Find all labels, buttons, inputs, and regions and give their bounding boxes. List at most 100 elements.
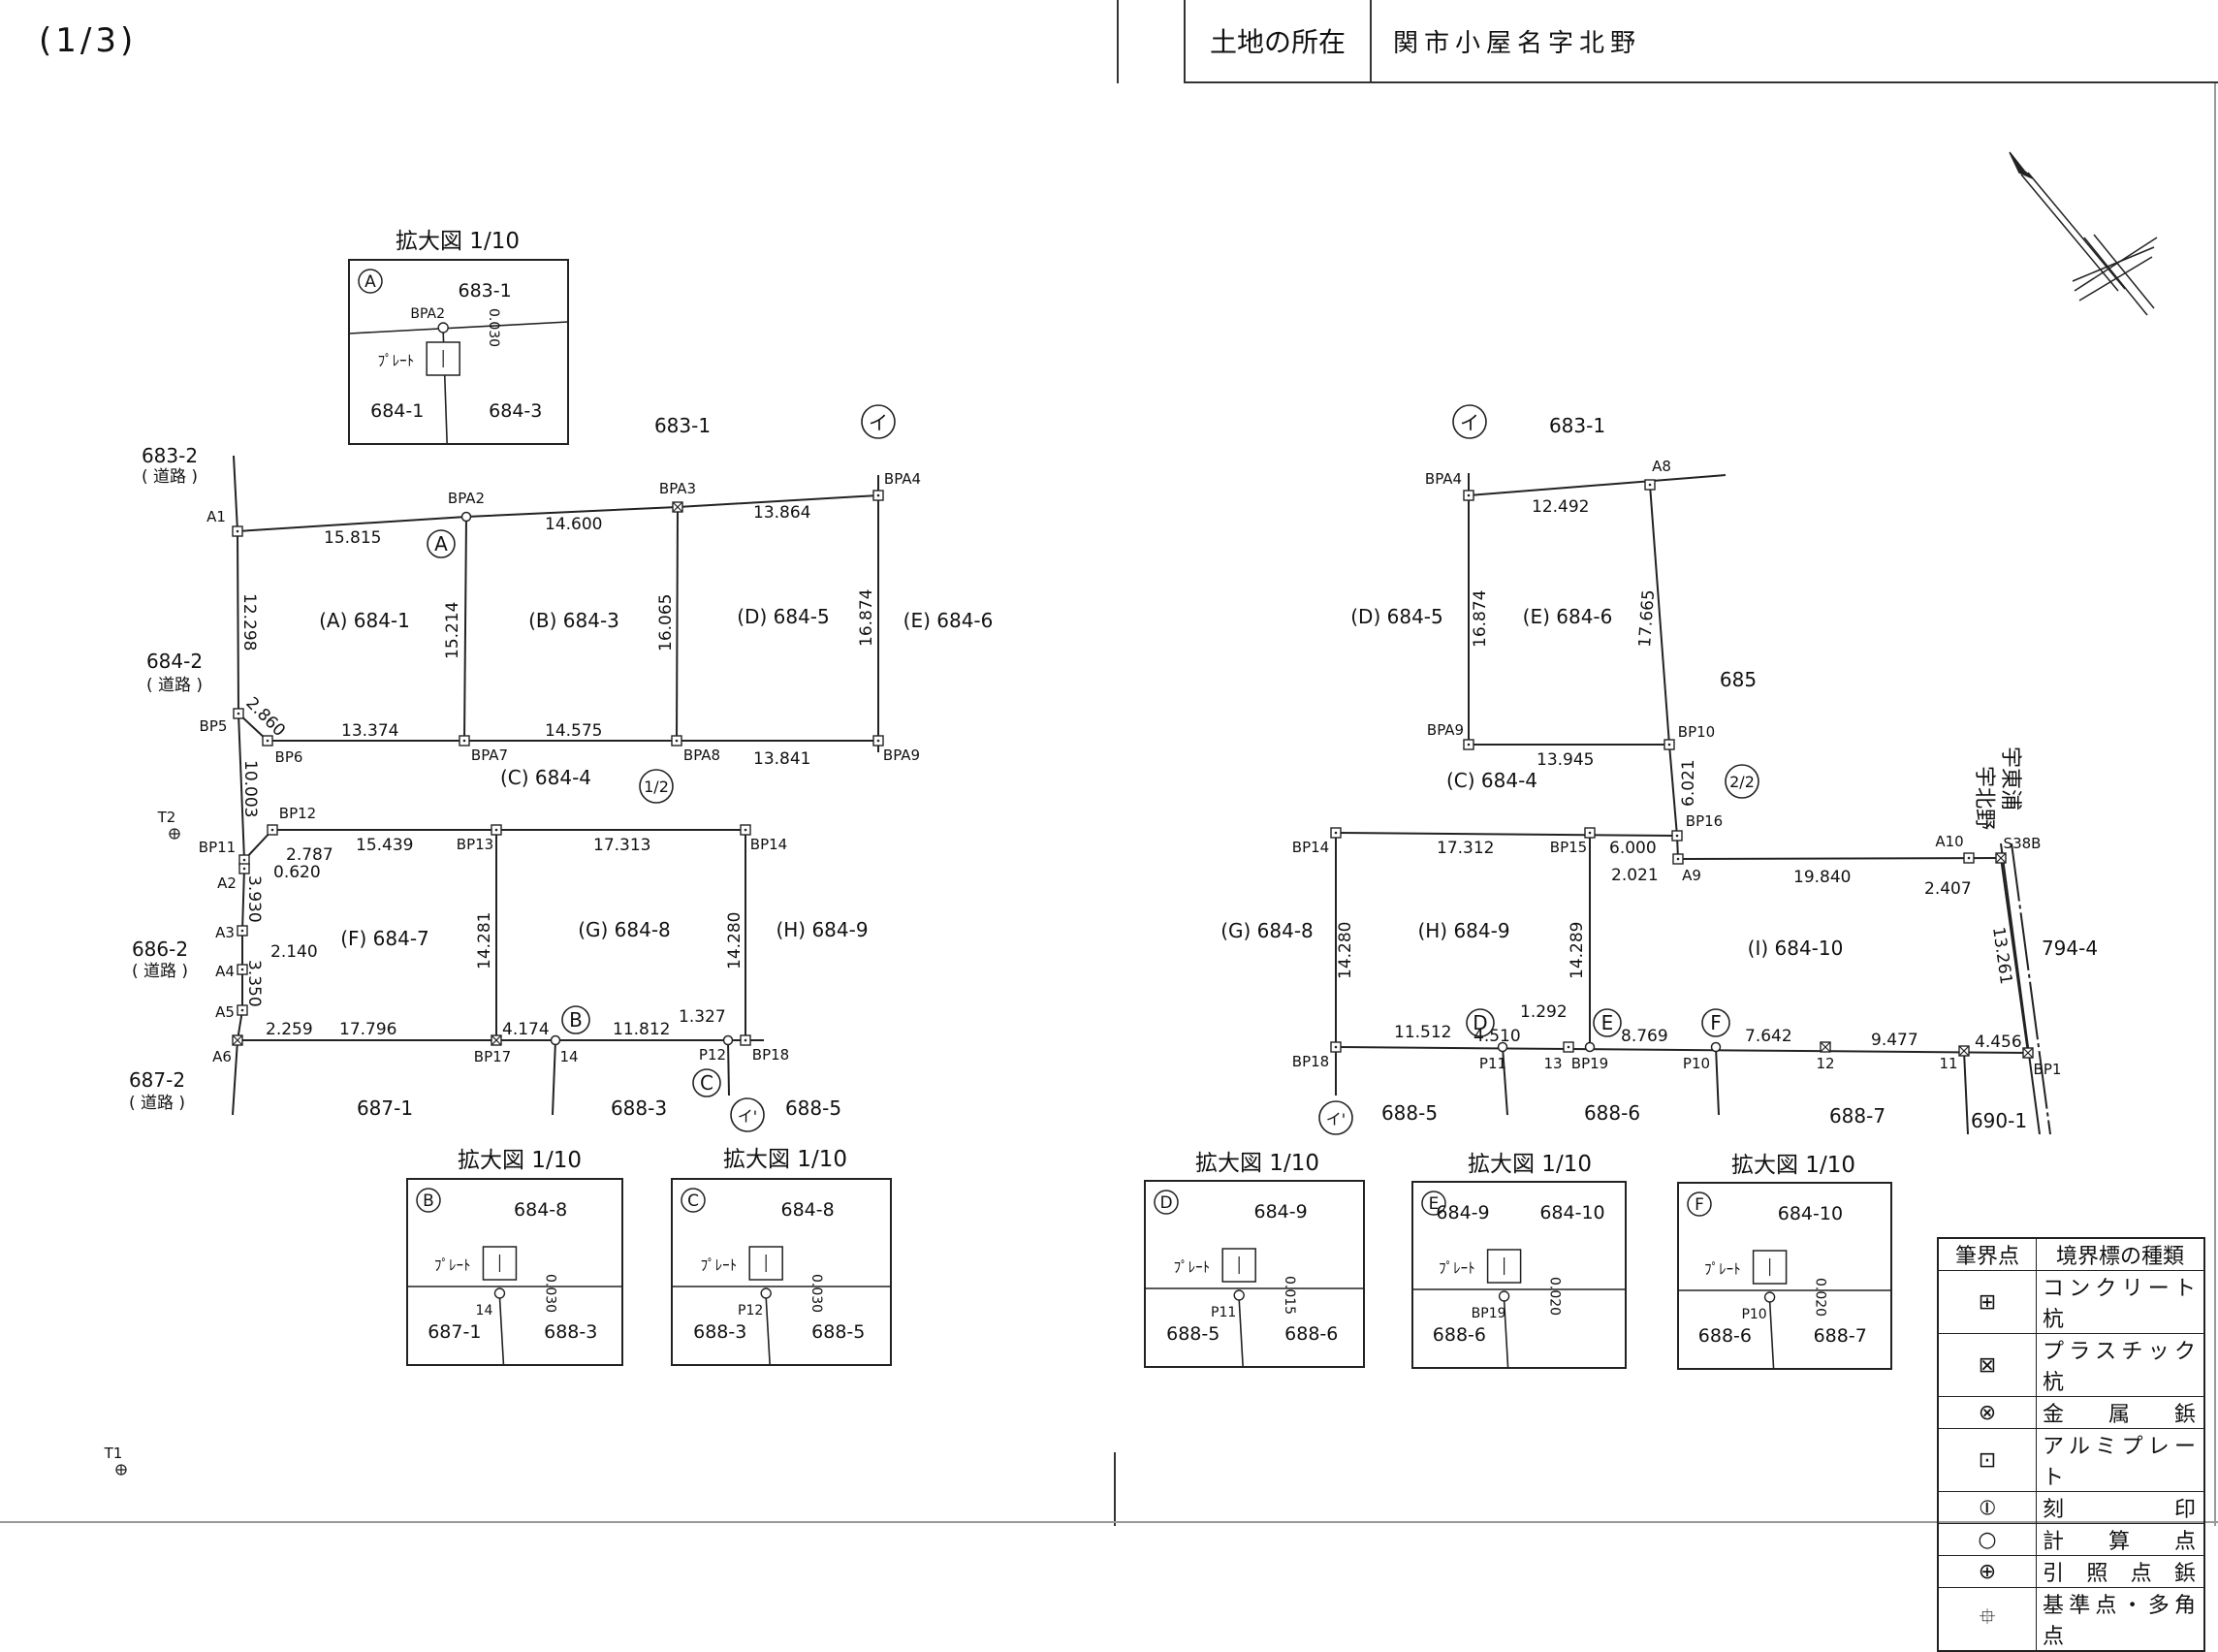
inset-parcel: 684-8	[781, 1199, 835, 1221]
point-name: 13	[1543, 1055, 1562, 1072]
distance-label: 14.575	[545, 721, 602, 741]
aluminum-plate-icon	[237, 964, 248, 975]
aluminum-plate-icon	[262, 735, 273, 747]
plate-label: ﾌﾟﾚｰﾄ	[378, 352, 415, 369]
point-name: P12	[699, 1046, 726, 1064]
parcel-label: (E) 684-6	[903, 609, 994, 632]
distance-label: 3.350	[244, 960, 264, 1007]
inset-marker: E	[1429, 1194, 1440, 1214]
parcel-label: (D) 684-5	[1350, 605, 1442, 628]
inset-parcel: 684-9	[1436, 1202, 1489, 1223]
inset-point-name: 14	[476, 1303, 493, 1318]
aluminum-plate-icon	[1463, 739, 1474, 750]
svg-text:D: D	[1473, 1011, 1487, 1034]
inset-title: 拡大図 1/10	[1731, 1153, 1855, 1178]
reference-pin-icon	[115, 1464, 127, 1476]
inset-offset: 0.030	[542, 1274, 557, 1313]
point-name: BP12	[279, 805, 316, 822]
point-name: A8	[1652, 458, 1671, 475]
reference-pin-icon: ⊕	[1937, 1555, 2037, 1588]
inset-marker: B	[423, 1191, 434, 1211]
distance-label: 2.407	[1924, 879, 1972, 899]
parcel-label: ( 道路 )	[132, 962, 188, 981]
point-name: BPA7	[471, 747, 508, 764]
inset-offset: 0.030	[486, 308, 501, 347]
aluminum-plate-icon	[740, 1034, 751, 1046]
calculated-point-icon	[1710, 1041, 1722, 1053]
legend-header-point: 筆界点	[1937, 1237, 2037, 1271]
point-name: A9	[1682, 867, 1701, 884]
reference-pin-icon	[169, 828, 180, 840]
aluminum-plate-icon: ⊡	[1937, 1428, 2037, 1492]
parcel-label: (I) 684-10	[1748, 937, 1844, 960]
point-name: BP13	[457, 836, 493, 853]
marker-sheet-right: 2/2	[1725, 764, 1759, 799]
aluminum-plate-icon	[1463, 490, 1474, 501]
inset-parcel: 688-5	[811, 1321, 865, 1343]
parcel-label: (D) 684-5	[737, 605, 829, 628]
distance-label: 2.021	[1611, 866, 1659, 885]
parcel-label: 687-2	[129, 1068, 185, 1092]
plastic-cross-icon: ⊠	[1937, 1333, 2037, 1397]
distance-label: 4.510	[1473, 1027, 1521, 1046]
parcel-label: ( 道路 )	[142, 467, 198, 487]
inset-parcel: 684-10	[1778, 1203, 1843, 1224]
svg-text:E: E	[1601, 1011, 1614, 1034]
distance-label: 2.787	[286, 845, 333, 865]
inset-offset: 0.030	[808, 1274, 824, 1313]
calculated-point-icon	[722, 1034, 734, 1046]
point-name: BPA2	[448, 490, 485, 507]
point-name: A2	[217, 874, 237, 892]
calculated-point-icon	[1497, 1041, 1508, 1053]
plastic-cross-icon	[1820, 1041, 1831, 1053]
distance-label: 12.492	[1532, 497, 1589, 517]
point-name: 14	[559, 1048, 578, 1065]
parcel-label: 688-5	[1381, 1101, 1438, 1125]
aluminum-plate-icon	[1584, 827, 1596, 839]
distance-label: 8.769	[1621, 1027, 1668, 1046]
svg-text:イ: イ	[869, 411, 888, 434]
parcel-label: 794-4	[2042, 937, 2098, 960]
distance-label: 17.665	[1635, 589, 1659, 649]
svg-text:2/2: 2/2	[1729, 773, 1755, 791]
distance-label: 1.292	[1520, 1002, 1568, 1022]
parcel-label: 685	[1720, 668, 1757, 691]
distance-label: 15.439	[356, 836, 413, 855]
parcel-label: (B) 684-3	[528, 609, 619, 632]
distance-label: 13.864	[753, 503, 810, 523]
distance-label: 6.021	[1679, 759, 1698, 807]
distance-label: 10.003	[240, 760, 260, 817]
inset-parcel: 684-9	[1254, 1201, 1308, 1223]
distance-label: 13.374	[341, 721, 398, 741]
parcel-label: 688-6	[1584, 1101, 1640, 1125]
svg-text:B: B	[569, 1008, 583, 1032]
distance-label: 6.000	[1609, 839, 1657, 858]
inset-title: 拡大図 1/10	[1468, 1152, 1592, 1177]
svg-text:1/2: 1/2	[644, 778, 669, 796]
parcel-label: ( 道路 )	[146, 676, 203, 695]
point-name: BP17	[474, 1048, 511, 1065]
parcel-label: ( 道路 )	[129, 1094, 185, 1113]
aluminum-plate-icon	[267, 824, 278, 836]
right-parcel-lines	[1335, 473, 2051, 1135]
inset-parcel: 688-7	[1814, 1325, 1867, 1347]
legend-row: ⦶刻印	[1937, 1491, 2205, 1524]
inset-parcel: 684-10	[1539, 1202, 1604, 1223]
distance-label: 2.860	[241, 693, 289, 741]
aluminum-plate-icon	[1644, 479, 1656, 491]
legend-row: ⊗金属鋲	[1937, 1396, 2205, 1429]
legend-row: ⯐基準点・多角点	[1937, 1587, 2205, 1652]
point-name: 11	[1939, 1055, 1957, 1072]
point-name: BP18	[752, 1046, 789, 1064]
distance-label: 19.840	[1793, 868, 1851, 887]
distance-label: 13.945	[1537, 750, 1594, 770]
point-name: T2	[157, 809, 176, 826]
